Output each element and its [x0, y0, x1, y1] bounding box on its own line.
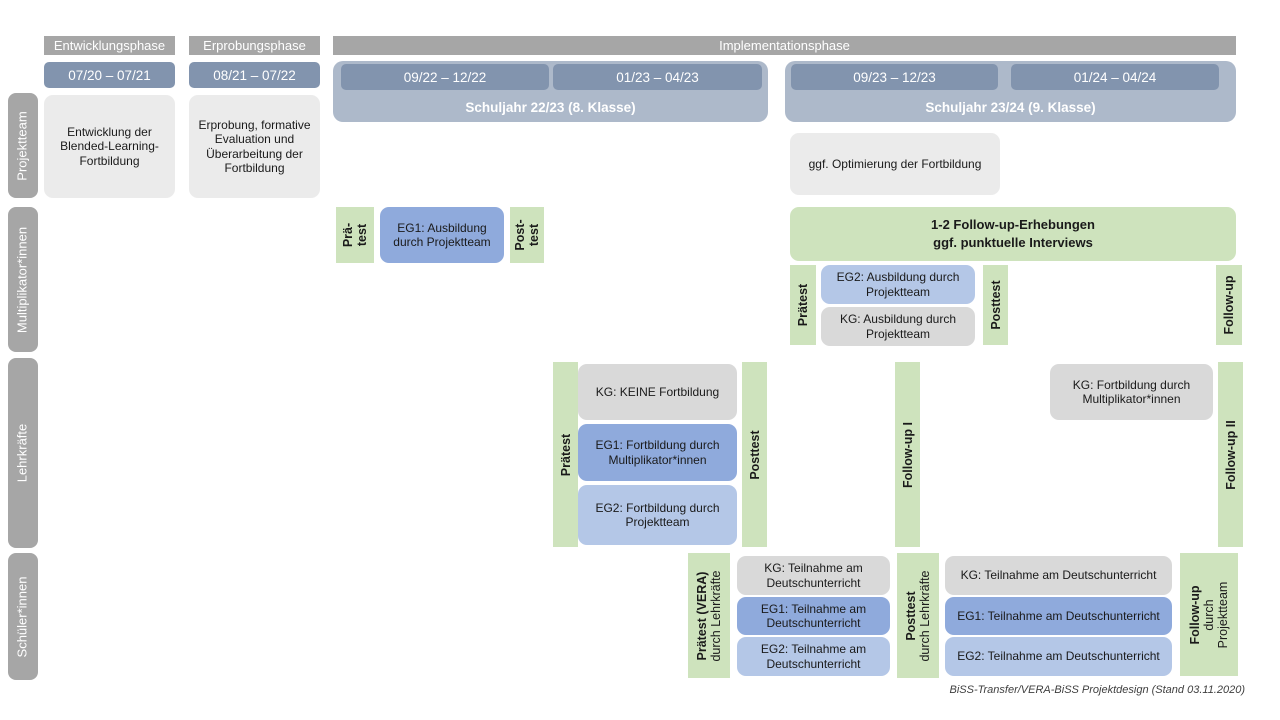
bar-praetest-vera-schueler: Prätest (VERA)durch Lehrkräfte	[688, 553, 730, 678]
date-range-09-22-12-22: 09/22 – 12/22	[341, 64, 549, 90]
bar-followup2-lehrkraefte: Follow-up II	[1218, 362, 1243, 547]
box-eg2-teilnahme-deutschunterricht-1: EG2: Teilnahme am Deutschunterricht	[737, 637, 890, 676]
bar-praetest-vera-schueler-text: Prätest (VERA)durch Lehrkräfte	[695, 569, 723, 662]
schoolyear-band-22-23: 09/22 – 12/22 01/23 – 04/23 Schuljahr 22…	[333, 61, 768, 122]
row-label-lehrkraefte: Lehrkräfte	[8, 358, 38, 548]
bar-followup-multiplikatoren-text: Follow-up	[1222, 275, 1236, 335]
box-eg1-teilnahme-deutschunterricht-2: EG1: Teilnahme am Deutschunterricht	[945, 597, 1172, 635]
bar-praetest-multiplikatoren-1-text: Prä-test	[341, 222, 369, 248]
box-erprobung-evaluation: Erprobung, formative Evaluation und Über…	[189, 95, 320, 198]
bar-followup1-lehrkraefte: Follow-up I	[895, 362, 920, 547]
box-kg-teilnahme-deutschunterricht-1: KG: Teilnahme am Deutschunterricht	[737, 556, 890, 595]
bar-posttest-lehrkraefte: Posttest	[742, 362, 767, 547]
box-kg-ausbildung-projektteam: KG: Ausbildung durch Projektteam	[821, 307, 975, 346]
bar-followup-multiplikatoren: Follow-up	[1216, 265, 1242, 345]
box-entwicklung-fortbildung: Entwicklung der Blended-Learning-Fortbil…	[44, 95, 175, 198]
bar-posttest-multiplikatoren-1: Post-test	[510, 207, 544, 263]
bar-praetest-lehrkraefte-text: Prätest	[558, 433, 573, 476]
box-eg2-ausbildung-projektteam: EG2: Ausbildung durch Projektteam	[821, 265, 975, 304]
box-eg1-teilnahme-deutschunterricht-1: EG1: Teilnahme am Deutschunterricht	[737, 597, 890, 635]
bar-followup1-lehrkraefte-text: Follow-up I	[900, 421, 915, 488]
box-kg-keine-fortbildung: KG: KEINE Fortbildung	[578, 364, 737, 420]
footer-caption: BiSS-Transfer/VERA-BiSS Projektdesign (S…	[949, 684, 1245, 696]
box-kg-teilnahme-deutschunterricht-2: KG: Teilnahme am Deutschunterricht	[945, 556, 1172, 595]
date-range-09-23-12-23: 09/23 – 12/23	[791, 64, 998, 90]
bar-praetest-multiplikatoren-1: Prä-test	[336, 207, 374, 263]
row-label-schueler-text: Schüler*innen	[14, 576, 30, 657]
phase-header-entwicklung: Entwicklungsphase	[44, 36, 175, 55]
box-eg2-teilnahme-deutschunterricht-2: EG2: Teilnahme am Deutschunterricht	[945, 637, 1172, 676]
row-label-lehrkraefte-text: Lehrkräfte	[14, 423, 30, 483]
row-label-multiplikatoren-text: Multiplikator*innen	[14, 226, 30, 333]
box-eg2-fortbildung-projektteam: EG2: Fortbildung durch Projektteam	[578, 485, 737, 545]
row-label-schueler: Schüler*innen	[8, 553, 38, 680]
box-eg1-fortbildung-multiplikatoren: EG1: Fortbildung durch Multiplikator*inn…	[578, 424, 737, 481]
bar-posttest-multiplikatoren-1-text: Post-test	[513, 219, 541, 251]
schoolyear-label-22-23: Schuljahr 22/23 (8. Klasse)	[465, 100, 636, 115]
phase-header-erprobung: Erprobungsphase	[189, 36, 320, 55]
schoolyear-label-23-24: Schuljahr 23/24 (9. Klasse)	[925, 100, 1096, 115]
phase-header-implementation: Implementationsphase	[333, 36, 1236, 55]
date-range-01-23-04-23: 01/23 – 04/23	[553, 64, 762, 90]
date-range-erprobung: 08/21 – 07/22	[189, 62, 320, 88]
bar-praetest-lehrkraefte: Prätest	[553, 362, 578, 547]
box-followup-erhebungen: 1-2 Follow-up-Erhebungen ggf. punktuelle…	[790, 207, 1236, 261]
row-label-multiplikatoren: Multiplikator*innen	[8, 207, 38, 352]
bar-praetest-multiplikatoren-2: Prätest	[790, 265, 816, 345]
bar-posttest-multiplikatoren-2: Posttest	[983, 265, 1008, 345]
box-kg-fortbildung-multiplikatoren: KG: Fortbildung durch Multiplikator*inne…	[1050, 364, 1213, 420]
date-range-entwicklung: 07/20 – 07/21	[44, 62, 175, 88]
row-label-projektteam-text: Projektteam	[14, 110, 30, 181]
schoolyear-band-23-24: 09/23 – 12/23 01/24 – 04/24 Schuljahr 23…	[785, 61, 1236, 122]
bar-praetest-multiplikatoren-2-text: Prätest	[796, 283, 810, 327]
box-eg1-ausbildung-projektteam: EG1: Ausbildung durch Projektteam	[380, 207, 504, 263]
box-optimierung-fortbildung: ggf. Optimierung der Fortbildung	[790, 133, 1000, 195]
box-followup-erhebungen-text: 1-2 Follow-up-Erhebungen ggf. punktuelle…	[931, 217, 1095, 250]
bar-posttest-lehrkraefte-text: Posttest	[747, 429, 762, 480]
row-label-projektteam: Projektteam	[8, 93, 38, 198]
bar-followup2-lehrkraefte-text: Follow-up II	[1223, 419, 1238, 490]
bar-posttest-multiplikatoren-2-text: Posttest	[988, 280, 1003, 330]
date-range-01-24-04-24: 01/24 – 04/24	[1011, 64, 1219, 90]
